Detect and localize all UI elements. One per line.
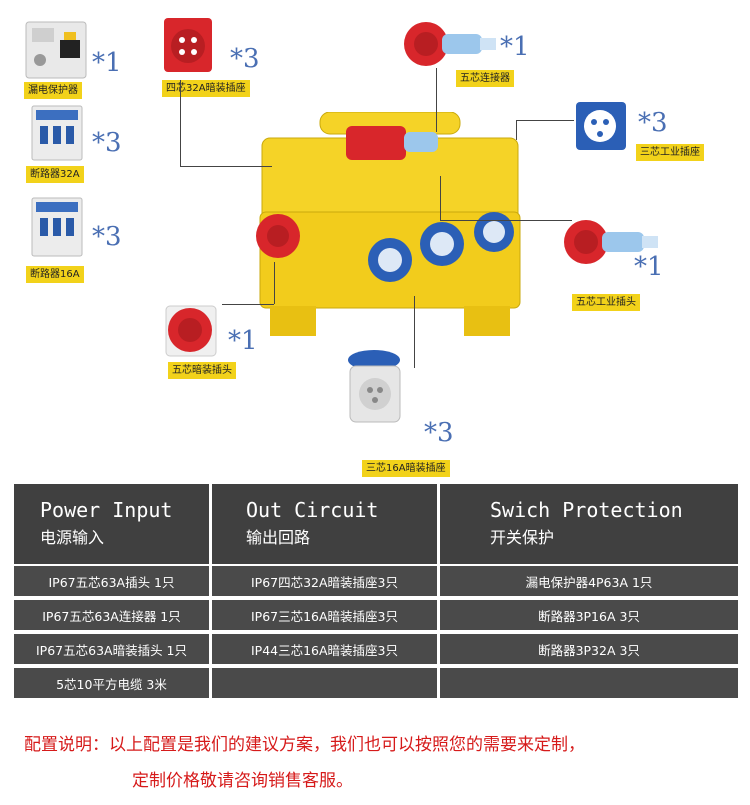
config-note-line2: 定制价格敬请咨询销售客服。 bbox=[132, 771, 353, 791]
breaker-32a-qty: *3 bbox=[92, 128, 122, 158]
leader-line bbox=[516, 120, 574, 121]
header-switch-protection: Swich Protection 开关保护 bbox=[440, 484, 738, 564]
plug-5core-industrial-qty: *1 bbox=[634, 252, 664, 282]
breaker-32a-image bbox=[31, 105, 83, 161]
table-cell: IP44三芯16A暗装插座3只 bbox=[212, 634, 437, 664]
table-cell: IP67五芯63A连接器 1只 bbox=[14, 600, 209, 630]
leader-line bbox=[274, 262, 275, 304]
table-cell: 漏电保护器4P63A 1只 bbox=[440, 566, 738, 596]
table-cell: IP67五芯63A暗装插头 1只 bbox=[14, 634, 209, 664]
connector-5core-label: 五芯连接器 bbox=[456, 70, 514, 87]
breaker-32a-label: 断路器32A bbox=[26, 166, 84, 183]
table-cell: 5芯10平方电缆 3米 bbox=[14, 668, 209, 698]
distribution-box-image bbox=[256, 112, 521, 336]
product-illustration: 漏电保护器 *1 断路器32A *3 断路器16A *3 四芯32A暗装插座 *… bbox=[24, 18, 704, 477]
socket-3core-16a-qty: *3 bbox=[424, 418, 454, 448]
leader-line bbox=[180, 166, 272, 167]
table-cell: 断路器3P16A 3只 bbox=[440, 600, 738, 630]
connector-5core-image bbox=[404, 22, 496, 66]
configuration-table: Power Input 电源输入 Out Circuit 输出回路 Swich … bbox=[14, 484, 738, 700]
breaker-16a-image bbox=[31, 197, 83, 257]
breaker-16a-label: 断路器16A bbox=[26, 266, 84, 283]
breaker-16a-qty: *3 bbox=[92, 222, 122, 252]
table-cell: IP67三芯16A暗装插座3只 bbox=[212, 600, 437, 630]
table-cell: IP67五芯63A插头 1只 bbox=[14, 566, 209, 596]
table-cell bbox=[440, 668, 738, 698]
config-note-line1: 配置说明：以上配置是我们的建议方案，我们也可以按照您的需要来定制， bbox=[24, 735, 585, 755]
table-cell: 断路器3P32A 3只 bbox=[440, 634, 738, 664]
socket-3core-16a-image bbox=[348, 350, 401, 423]
header-switch-protection-cn: 开关保护 bbox=[490, 528, 555, 547]
header-power-input-en: Power Input bbox=[40, 498, 173, 522]
leader-line bbox=[440, 220, 572, 221]
socket-4core-32a-image bbox=[164, 18, 212, 72]
leader-line bbox=[414, 296, 415, 368]
header-out-circuit-en: Out Circuit bbox=[246, 498, 379, 522]
plug-5core-industrial-image bbox=[564, 220, 658, 264]
table-cell bbox=[212, 668, 437, 698]
leakage-protector-label: 漏电保护器 bbox=[24, 82, 82, 99]
table-cell: IP67四芯32A暗装插座3只 bbox=[212, 566, 437, 596]
plug-5core-concealed-qty: *1 bbox=[228, 326, 258, 356]
connector-5core-qty: *1 bbox=[500, 32, 530, 62]
leader-line bbox=[436, 68, 437, 132]
socket-3core-16a-label: 三芯16A暗装插座 bbox=[362, 460, 450, 477]
leader-line bbox=[516, 120, 517, 140]
header-out-circuit-cn: 输出回路 bbox=[246, 528, 311, 547]
socket-4core-32a-qty: *3 bbox=[230, 44, 260, 74]
plug-5core-industrial-label: 五芯工业插头 bbox=[572, 294, 640, 311]
socket-3core-industrial-label: 三芯工业插座 bbox=[636, 144, 704, 161]
leader-line bbox=[440, 176, 441, 220]
leakage-protector-qty: *1 bbox=[92, 48, 122, 78]
leader-line bbox=[222, 304, 274, 305]
leader-line bbox=[180, 80, 181, 166]
leakage-protector-image bbox=[25, 21, 87, 79]
header-power-input-cn: 电源输入 bbox=[40, 528, 105, 547]
plug-5core-concealed-image bbox=[165, 305, 217, 357]
plug-5core-concealed-label: 五芯暗装插头 bbox=[168, 362, 236, 379]
socket-3core-industrial-image bbox=[576, 102, 626, 150]
socket-4core-32a-label: 四芯32A暗装插座 bbox=[162, 80, 250, 97]
socket-3core-industrial-qty: *3 bbox=[638, 108, 668, 138]
header-switch-protection-en: Swich Protection bbox=[490, 498, 683, 522]
header-power-input: Power Input 电源输入 bbox=[14, 484, 209, 564]
header-out-circuit: Out Circuit 输出回路 bbox=[212, 484, 437, 564]
